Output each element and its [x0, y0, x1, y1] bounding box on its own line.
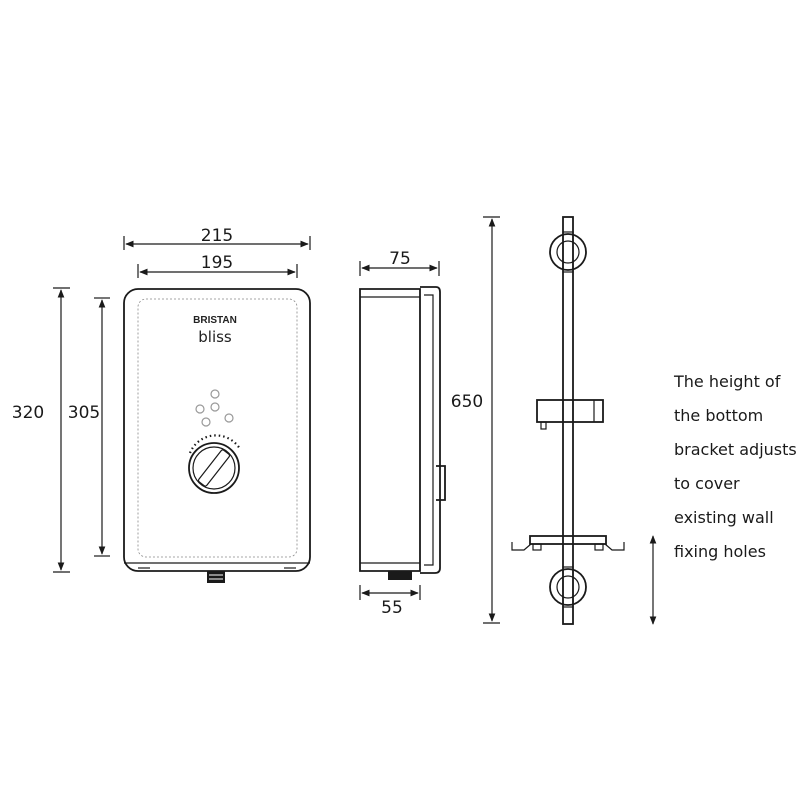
riser-rail-bar [562, 216, 574, 625]
indicator-lights [195, 389, 234, 427]
width-inner-label: 195 [201, 253, 233, 273]
height-inner-label: 305 [68, 403, 100, 423]
depth-bottom-label: 55 [381, 598, 403, 618]
dimension-width-inner: 195 [137, 253, 298, 278]
temperature-knob [188, 434, 241, 494]
note-line: fixing holes [674, 542, 766, 561]
width-outer-label: 215 [201, 226, 233, 246]
side-knob-profile [436, 465, 446, 501]
note-line: The height of [673, 372, 781, 391]
front-view: 215 195 320 305 BRISTAN bliss [12, 226, 311, 583]
dimension-rail-height: 650 [451, 216, 500, 624]
adjustment-note: The height of the bottom bracket adjusts… [673, 372, 797, 561]
note-line: bracket adjusts [674, 440, 797, 459]
dimension-height-outer: 320 [12, 287, 70, 573]
shower-unit-front-panel [137, 298, 298, 558]
depth-top-label: 75 [389, 249, 411, 269]
soap-dish [511, 535, 625, 551]
side-view: 75 55 [359, 249, 446, 618]
bottom-wall-bracket [549, 566, 587, 608]
handset-slider-holder [536, 399, 604, 430]
model-name-text: bliss [198, 328, 232, 346]
note-line: the bottom [674, 406, 763, 425]
note-line: to cover [674, 474, 740, 493]
rail-height-label: 650 [451, 392, 483, 412]
water-inlet-connector [207, 571, 225, 583]
side-inlet-connector [388, 571, 412, 580]
dimension-height-inner: 305 [68, 297, 110, 557]
brand-logo-text: BRISTAN [193, 315, 237, 326]
dimension-depth-top: 75 [359, 249, 440, 276]
dimension-width-outer: 215 [123, 226, 311, 250]
riser-rail-view: 650 [451, 216, 657, 625]
height-outer-label: 320 [12, 403, 44, 423]
shower-unit-side-body [359, 288, 421, 572]
dimension-depth-bottom: 55 [359, 585, 421, 618]
note-line: existing wall [674, 508, 774, 527]
top-wall-bracket [549, 231, 587, 273]
